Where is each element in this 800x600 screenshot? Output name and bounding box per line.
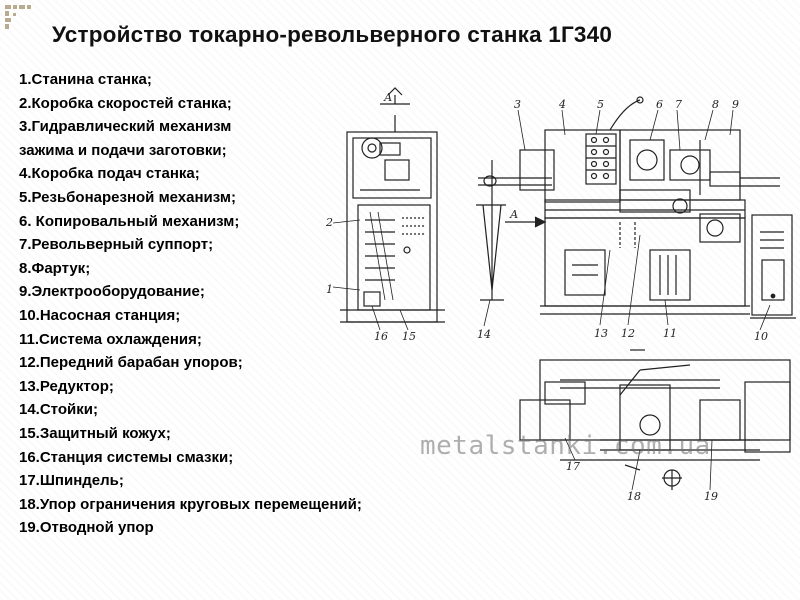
legend-item-14: 14.Стойки; (19, 401, 98, 419)
legend-item-3-cont: зажима и подачи заготовки; (19, 141, 227, 159)
callout-3: 3 (514, 98, 521, 111)
watermark: metalstanki.com.ua (420, 431, 711, 461)
legend-item-1: 1.Станина станка; (19, 71, 152, 88)
legend-item-18: 18.Упор ограничения круговых перемещений… (19, 495, 362, 513)
callout-4: 4 (558, 98, 566, 111)
callout-12: 12 (621, 327, 635, 340)
callout-18: 18 (627, 490, 641, 503)
callout-13: 13 (594, 327, 608, 340)
callout-14: 14 (477, 328, 491, 341)
legend-item-15: 15.Защитный кожух; (19, 424, 171, 442)
legend-item-2: 2.Коробка скоростей станка; (19, 94, 232, 112)
legend-item-16: 16.Станция системы смазки; (19, 448, 234, 466)
legend-item-3: 3.Гидравлический механизм (19, 118, 232, 136)
parts-legend: 1.Станина станка; 2.Коробка скоростей ст… (19, 68, 479, 540)
legend-item-12: 12.Передний барабан упоров; (19, 354, 243, 372)
callout-15: 15 (402, 330, 416, 343)
view-label-a: А (383, 91, 392, 104)
legend-item-17: 17.Шпиндель; (19, 472, 124, 490)
view-label-a-front: А (509, 208, 518, 221)
callout-9: 9 (732, 98, 739, 111)
lathe-technical-drawing: А А 1 2 3 4 5 6 7 8 9 10 11 12 13 14 15 … (325, 87, 796, 503)
callout-10: 10 (754, 330, 768, 343)
callout-17: 17 (566, 460, 580, 473)
callout-11: 11 (663, 327, 677, 340)
callout-leaders (332, 109, 771, 491)
left-end-view (340, 87, 445, 323)
legend-item-4: 4.Коробка подач станка; (19, 165, 200, 183)
legend-item-10: 10.Насосная станция; (19, 306, 181, 324)
callout-19: 19 (704, 490, 718, 503)
callout-7: 7 (675, 98, 682, 111)
callout-1: 1 (326, 283, 333, 296)
plan-view (519, 349, 791, 490)
legend-item-6: 6. Копировальный механизм; (19, 212, 240, 230)
callout-2: 2 (325, 216, 333, 229)
callout-5: 5 (597, 98, 604, 111)
legend-item-5: 5.Резьбонарезной механизм; (19, 188, 236, 206)
corner-ornament-icon (5, 5, 31, 29)
callout-6: 6 (656, 98, 663, 111)
front-view (476, 96, 796, 319)
callout-16: 16 (374, 330, 388, 343)
slide-title: Устройство токарно-револьверного станка … (52, 22, 613, 47)
legend-item-8: 8.Фартук; (19, 259, 91, 277)
legend-item-11: 11.Система охлаждения; (19, 330, 202, 348)
legend-item-19: 19.Отводной упор (19, 519, 154, 537)
legend-item-9: 9.Электрооборудование; (19, 283, 205, 301)
callout-8: 8 (712, 98, 719, 111)
legend-item-7: 7.Револьверный суппорт; (19, 236, 214, 254)
legend-item-13: 13.Редуктор; (19, 377, 114, 395)
